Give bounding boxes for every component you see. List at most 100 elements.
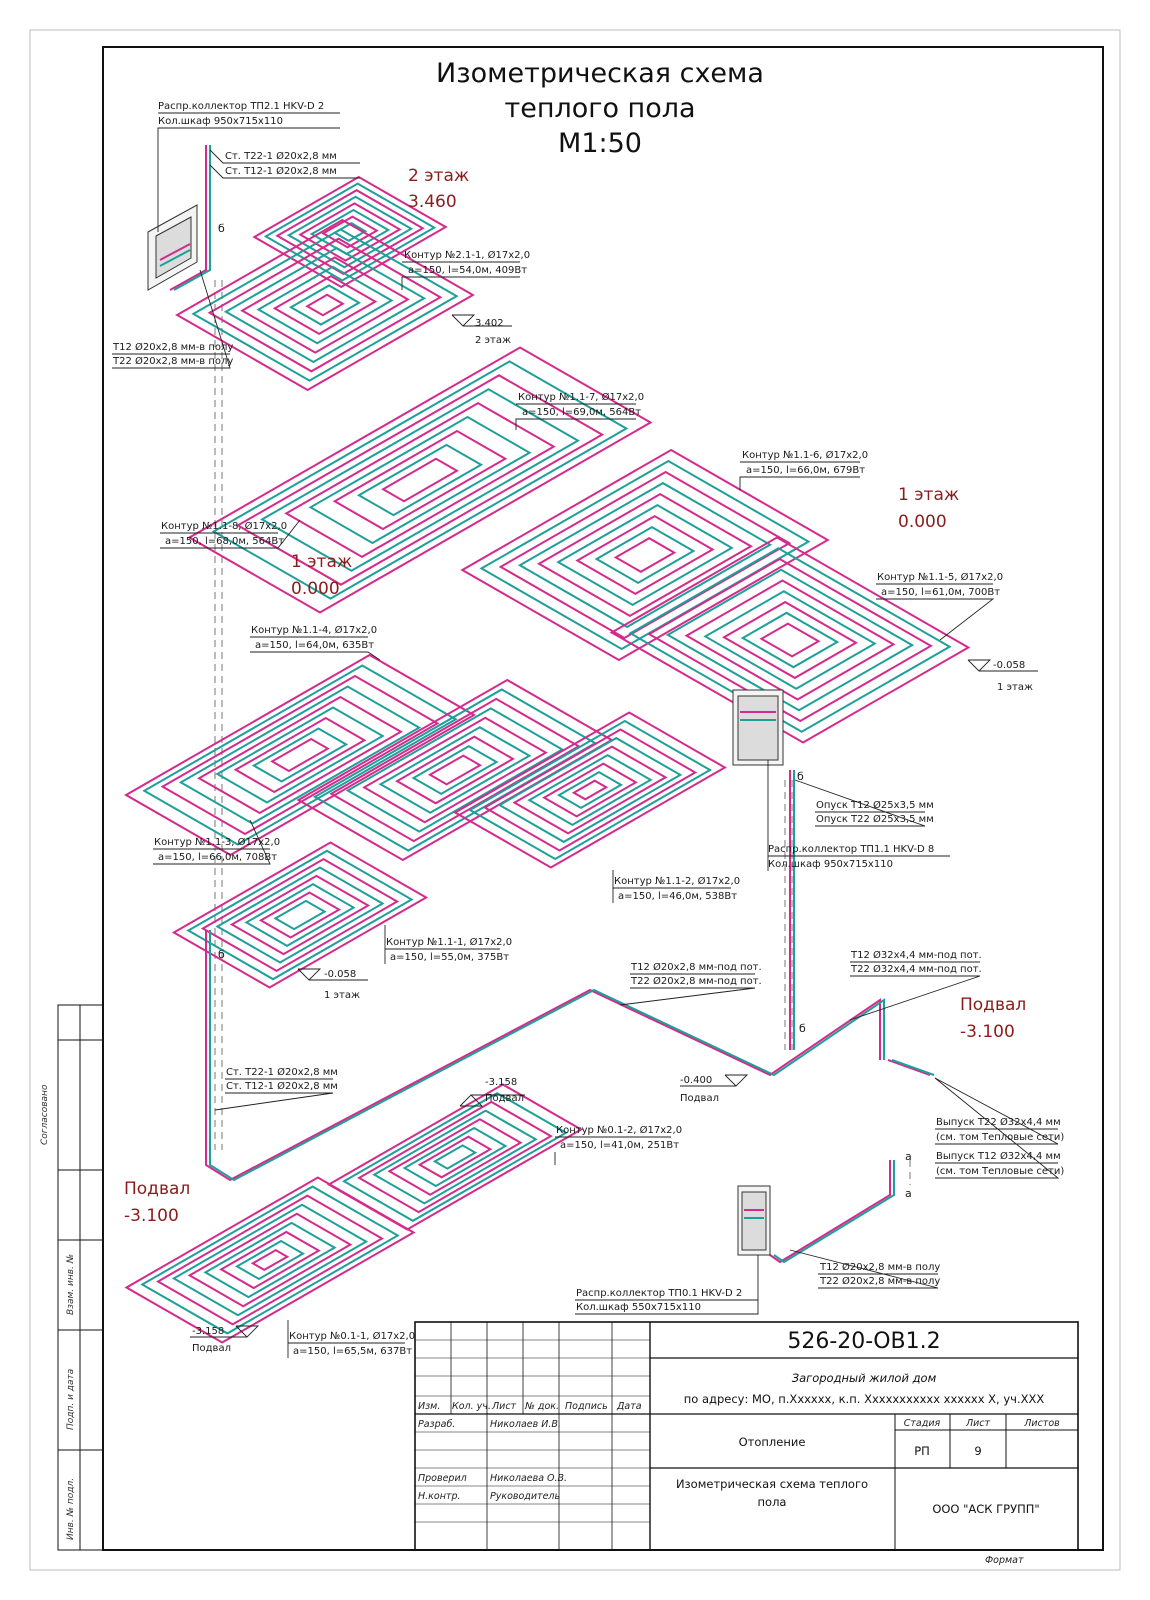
level-elev-floor2: 3.460 <box>408 192 457 212</box>
pipe-stoyak-1-t22: Ст. Т22-1 Ø20х2,8 мм <box>226 1066 338 1078</box>
level-name-floor1-right: 1 этаж <box>898 485 959 505</box>
loop-turn <box>288 284 362 326</box>
collector-1-1-name: Распр.коллектор ТП1.1 HKV-D 8 <box>768 844 934 855</box>
pipe-trunks <box>169 145 935 1264</box>
tb-stage-value: РП <box>914 1444 930 1458</box>
pipe-stoyak-2-t12: Ст. Т12-1 Ø20х2,8 мм <box>225 165 337 177</box>
tb-sheet-value: 9 <box>974 1444 981 1458</box>
loop-turn <box>497 736 683 844</box>
loop-turn <box>329 697 581 843</box>
loop-turn <box>517 481 773 629</box>
loop-turn <box>200 858 400 972</box>
level-elev-floor1-right: 0.000 <box>898 512 947 532</box>
collector-0-1-name: Распр.коллектор ТП0.1 HKV-D 2 <box>576 1288 742 1299</box>
pipe-ceiling20-t22: Т22 Ø20х2,8 мм-под пот. <box>630 975 762 987</box>
loop-turn <box>356 443 484 517</box>
tb-role-developer: Разраб. <box>418 1419 455 1430</box>
loop-turn <box>140 1185 400 1335</box>
pipe-ceiling32-t12: Т12 Ø32х4,4 мм-под пот. <box>850 949 982 961</box>
loop-turn <box>309 208 391 256</box>
loop-turn <box>556 503 734 607</box>
side-stamp-inv-podl: Инв. № подл. <box>66 1478 76 1540</box>
tb-format-label: Формат <box>985 1555 1024 1566</box>
tb-col-kol-uch: Кол. уч. <box>452 1401 491 1412</box>
loop-turn <box>203 1221 337 1299</box>
mark-a-top: а <box>905 1150 912 1163</box>
elev-label-m0058-left: 1 этаж <box>324 990 360 1001</box>
tb-sheet-label: Лист <box>965 1418 991 1429</box>
loop-1-1-7 <box>187 346 653 614</box>
contour-1-1-6-line2: а=150, l=66,0м, 679Вт <box>746 465 865 476</box>
loop-1-1-4 <box>123 653 477 857</box>
loop-0-1-2 <box>326 1083 584 1231</box>
loop-turn <box>171 841 429 989</box>
collector-cabinet-tp0-1 <box>737 1185 771 1256</box>
tb-col-date: Дата <box>616 1401 642 1412</box>
side-stamp <box>57 1004 104 1551</box>
contour-1-1-1-line2: а=150, l=55,0м, 375Вт <box>390 952 509 963</box>
tb-name-norm-control: Руководитель <box>490 1491 560 1502</box>
loop-turn <box>395 735 515 805</box>
loop-turn <box>263 182 437 282</box>
loop-turn <box>256 265 394 345</box>
outer-sheet-border <box>29 29 1121 1571</box>
loop-2-1-1-main <box>175 218 475 392</box>
loop-turn <box>684 579 896 701</box>
loop-turn <box>187 346 653 614</box>
side-stamp-agreed: Согласовано <box>40 1084 50 1145</box>
contour-1-1-7-line2: а=150, l=69,0м, 564Вт <box>522 407 641 418</box>
riser-floor2 <box>173 145 211 291</box>
contour-0-1-1-line2: а=150, l=65,5м, 637Вт <box>293 1346 412 1357</box>
loop-turn <box>171 1203 369 1317</box>
mark-b-floor1: б <box>797 770 804 783</box>
loop-turn <box>284 401 556 559</box>
loop-turn <box>647 557 933 723</box>
side-stamp-inv-vzam: Взам. инв. № <box>66 1254 76 1315</box>
pipe-stoyak-2-t22: Ст. Т22-1 Ø20х2,8 мм <box>225 150 337 162</box>
elev-value-m0400: -0.400 <box>680 1075 712 1086</box>
loop-turn <box>402 1126 508 1188</box>
riser-main <box>205 930 881 1182</box>
pipe-opusk-t22: Опуск Т22 Ø25х3,5 мм <box>816 813 934 825</box>
level-name-floor1-left: 1 этаж <box>291 552 352 572</box>
loop-turn <box>381 457 459 503</box>
elev-label-m0400: Подвал <box>680 1093 719 1104</box>
tb-section: Отопление <box>739 1435 806 1449</box>
loop-turn <box>321 215 379 249</box>
loop-turn <box>467 719 713 861</box>
loop-turn <box>191 228 459 382</box>
tb-role-checker: Проверил <box>418 1473 467 1484</box>
pipe-basement-t12: Т12 Ø20х2,8 мм-в полу <box>819 1261 940 1273</box>
loop-turn <box>512 745 668 835</box>
contour-0-1-1-line1: Контур №0.1-1, Ø17х2,0 <box>289 1330 415 1342</box>
tb-sheet-title-1: Изометрическая схема теплого <box>676 1477 868 1491</box>
contour-1-1-7-line1: Контур №1.1-7, Ø17х2,0 <box>518 391 644 403</box>
elev-label-m3158-top: Подвал <box>485 1093 524 1104</box>
loop-turn <box>272 274 378 336</box>
tb-stage-label: Стадия <box>904 1418 941 1429</box>
contour-1-1-6-line1: Контур №1.1-6, Ø17х2,0 <box>742 449 868 461</box>
loop-turn <box>427 754 483 786</box>
elev-value-m0058-right: -0.058 <box>993 660 1025 671</box>
elev-value-m3158-bottom: -3.158 <box>192 1326 224 1337</box>
loop-turn <box>229 874 371 956</box>
loop-turn <box>223 246 427 364</box>
elevation-marks <box>190 314 1038 1338</box>
loop-turn <box>411 744 499 796</box>
tb-name-developer: Николаев И.В. <box>490 1419 561 1430</box>
object-line-1: Загородный жилой дом <box>792 1371 937 1385</box>
contour-1-1-5-line1: Контур №1.1-5, Ø17х2,0 <box>877 571 1003 583</box>
pipe-ceiling20-t12: Т12 Ø20х2,8 мм-под пот. <box>630 961 762 973</box>
loop-turn <box>234 1239 306 1281</box>
contour-2-1-1-line2: а=150, l=54,0м, 409Вт <box>408 265 527 276</box>
loop-turn <box>270 737 330 773</box>
collector-2-1-cabinet: Кол.шкаф 950х715х110 <box>158 116 283 127</box>
object-line-2: по адресу: МО, п.Хxxxxx, к.п. Xxxxxxxxxx… <box>684 1392 1045 1406</box>
dashed-guides <box>214 280 911 1185</box>
loop-turn <box>187 1212 353 1308</box>
level-elev-basement-left: -3.100 <box>124 1206 179 1226</box>
loop-turn <box>537 492 753 618</box>
mark-a-bottom: а <box>905 1187 912 1200</box>
loop-0-1-1 <box>124 1176 416 1344</box>
doc-code: 526-20-ОВ1.2 <box>787 1329 940 1354</box>
